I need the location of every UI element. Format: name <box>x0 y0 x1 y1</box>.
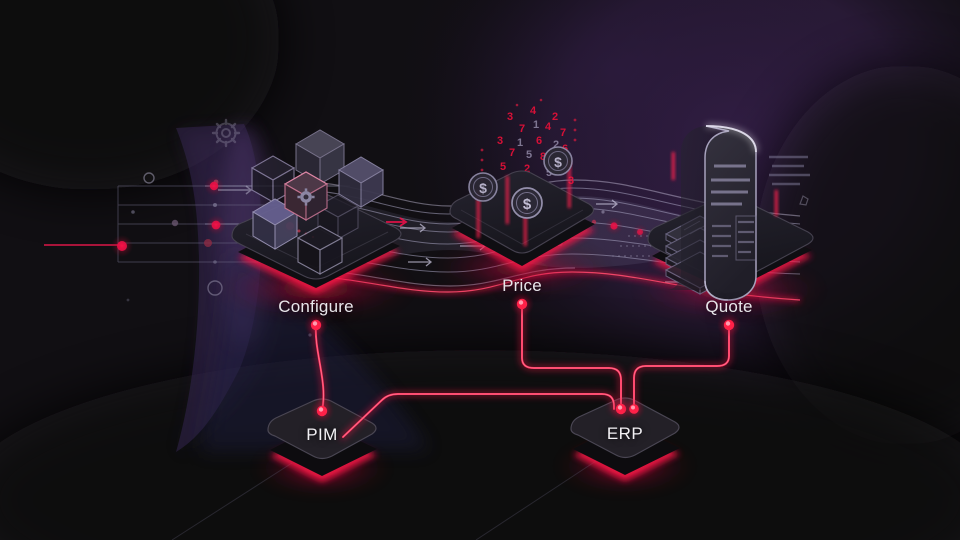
system-node-erp[interactable] <box>570 397 680 481</box>
price-coins: $ $ $ <box>468 146 573 219</box>
inbound-particles <box>111 176 312 337</box>
svg-text:4: 4 <box>530 105 537 117</box>
svg-text:5: 5 <box>526 149 532 161</box>
arrow-inbound-icon <box>218 185 253 195</box>
connector-ports[interactable] <box>304 292 741 423</box>
system-node-pim[interactable] <box>267 398 377 482</box>
svg-text:2: 2 <box>552 111 558 123</box>
connector-layer <box>312 301 732 440</box>
svg-text:3: 3 <box>568 175 574 187</box>
svg-text:1: 1 <box>533 119 539 131</box>
svg-text:$: $ <box>479 180 487 196</box>
gear-icon <box>211 118 241 148</box>
svg-text:3: 3 <box>507 111 513 123</box>
coin-right: $ <box>543 146 573 176</box>
connector-port-configure <box>304 313 328 337</box>
configure-cubes <box>250 129 384 275</box>
system-label-pim: PIM <box>306 425 338 444</box>
svg-text:4: 4 <box>545 121 552 133</box>
stage-label-price: Price <box>502 276 542 295</box>
svg-text:3: 3 <box>497 135 503 147</box>
quote-beams <box>672 152 809 216</box>
system-label-erp: ERP <box>606 424 644 443</box>
ring-small-decor <box>143 172 155 184</box>
quote-side-lines <box>769 155 810 186</box>
svg-text:1: 1 <box>517 137 523 149</box>
svg-text:7: 7 <box>509 147 515 159</box>
connector-port-quote <box>717 313 741 337</box>
svg-text:8: 8 <box>540 151 546 163</box>
svg-text:6: 6 <box>536 135 542 147</box>
svg-text:2: 2 <box>524 163 530 175</box>
coin-center: $ <box>511 187 543 219</box>
svg-text:$: $ <box>554 154 562 170</box>
gear-icon <box>297 188 315 206</box>
stage-label-configure: Configure <box>278 297 354 316</box>
connector-port-pim <box>310 399 334 423</box>
ground-diagonals <box>171 460 597 540</box>
svg-text:5: 5 <box>546 167 552 179</box>
quote-document <box>666 123 759 301</box>
cube-gear <box>283 171 329 221</box>
svg-text:2: 2 <box>553 139 559 151</box>
stage-label-quote: Quote <box>705 297 753 316</box>
svg-text:$: $ <box>523 196 532 213</box>
svg-text:7: 7 <box>519 123 525 135</box>
svg-text:7: 7 <box>560 127 566 139</box>
price-beams <box>477 160 571 246</box>
connector-port-price <box>510 292 534 316</box>
coin-left: $ <box>468 172 498 202</box>
sparkle-icon <box>799 195 809 206</box>
connector-port-erp-b <box>623 398 645 420</box>
svg-text:5: 5 <box>500 161 506 173</box>
